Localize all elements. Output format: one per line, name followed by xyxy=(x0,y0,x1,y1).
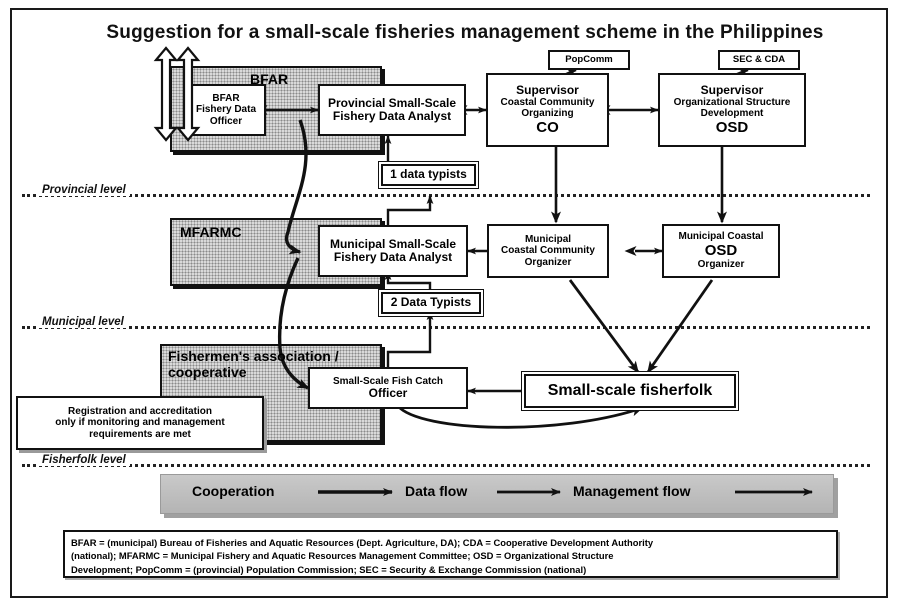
box-1-data-typists[interactable]: 1 data typists xyxy=(381,164,476,186)
box-provincial-small-scale-fishery-data-analyst[interactable]: Provincial Small-Scale Fishery Data Anal… xyxy=(318,84,466,136)
registration-line1: Registration and accreditation xyxy=(68,406,212,418)
supervisor-osd-line1: Supervisor xyxy=(700,82,764,97)
box-popcomm-label: PopComm xyxy=(565,53,613,65)
fisherfolk-label: Small-scale fisherfolk xyxy=(547,382,713,400)
supervisor-co-line2: Coastal Community xyxy=(500,97,595,109)
level-label-provincial: Provincial level xyxy=(38,184,130,196)
provincial-analyst-line1: Provincial Small-Scale xyxy=(327,95,457,110)
municipal-osd-line1: Municipal Coastal xyxy=(678,231,764,243)
separator-fisherfolk xyxy=(22,464,870,467)
supervisor-co-acronym: CO xyxy=(536,118,559,136)
box-popcomm[interactable]: PopComm xyxy=(548,50,630,70)
box-municipal-coastal-community-organizer[interactable]: Municipal Coastal Community Organizer xyxy=(487,224,609,278)
municipal-co-line3: Organizer xyxy=(524,256,572,268)
municipal-analyst-line1: Municipal Small-Scale xyxy=(329,236,457,251)
level-label-municipal: Municipal level xyxy=(38,316,128,328)
registration-line3: requirements are met xyxy=(89,428,191,440)
box-small-scale-fisherfolk[interactable]: Small-scale fisherfolk xyxy=(524,374,736,408)
panel-bfar xyxy=(170,66,382,152)
box-supervisor-co[interactable]: Supervisor Coastal Community Organizing … xyxy=(486,73,609,147)
bfar-officer-line3: Officer xyxy=(209,115,243,127)
box-small-scale-fish-catch-officer[interactable]: Small-Scale Fish Catch Officer xyxy=(308,367,468,409)
box-2-data-typists[interactable]: 2 Data Typists xyxy=(381,292,481,314)
level-label-fisherfolk: Fisherfolk level xyxy=(38,454,130,466)
legend-management-flow-label: Management flow xyxy=(573,483,691,499)
box-supervisor-osd[interactable]: Supervisor Organizational Structure Deve… xyxy=(658,73,806,147)
fish-catch-officer-line2: Officer xyxy=(368,385,408,400)
registration-line2: only if monitoring and management xyxy=(55,417,225,429)
municipal-co-line2: Coastal Community xyxy=(501,245,595,257)
supervisor-co-line1: Supervisor xyxy=(516,82,579,97)
legend-bar xyxy=(160,474,834,514)
box-sec-cda-label: SEC & CDA xyxy=(732,53,786,65)
municipal-analyst-line2: Fishery Data Analyst xyxy=(333,250,453,264)
separator-provincial xyxy=(22,194,870,197)
panel-bfar-label: BFAR xyxy=(250,71,289,87)
panel-mfarmc-label: MFARMC xyxy=(180,224,242,240)
panel-fishermen-label-line2: cooperative xyxy=(168,364,247,380)
footnote-line-1: BFAR = (municipal) Bureau of Fisheries a… xyxy=(71,537,654,548)
box-municipal-small-scale-fishery-data-analyst[interactable]: Municipal Small-Scale Fishery Data Analy… xyxy=(318,225,468,277)
supervisor-osd-line2: Organizational Structure xyxy=(673,97,791,109)
panel-fishermen-label-line1: Fishermen's association / xyxy=(168,348,339,364)
typists-1-label: 1 data typists xyxy=(390,167,467,182)
municipal-osd-line3: Organizer xyxy=(697,259,745,271)
box-bfar-fishery-data-officer[interactable]: BFAR Fishery Data Officer xyxy=(186,84,266,136)
supervisor-osd-line3: Development xyxy=(700,108,764,120)
footnote-legend: BFAR = (municipal) Bureau of Fisheries a… xyxy=(63,530,838,578)
supervisor-co-line3: Organizing xyxy=(521,108,574,120)
provincial-analyst-line2: Fishery Data Analyst xyxy=(332,109,452,123)
box-municipal-coastal-osd-organizer[interactable]: Municipal Coastal OSD Organizer xyxy=(662,224,780,278)
municipal-osd-acronym: OSD xyxy=(704,241,738,259)
legend-data-flow-label: Data flow xyxy=(405,483,468,499)
footnote-line-3: Development; PopComm = (provincial) Popu… xyxy=(71,563,587,575)
diagram-frame xyxy=(10,8,888,598)
box-sec-cda[interactable]: SEC & CDA xyxy=(718,50,800,70)
legend-cooperation-label: Cooperation xyxy=(192,483,275,499)
municipal-co-line1: Municipal xyxy=(524,234,572,246)
box-registration-note: Registration and accreditation only if m… xyxy=(16,396,264,450)
separator-municipal xyxy=(22,326,870,329)
bfar-officer-line2: Fishery Data xyxy=(195,104,257,116)
fish-catch-officer-line1: Small-Scale Fish Catch xyxy=(332,375,444,387)
supervisor-osd-acronym: OSD xyxy=(715,118,749,136)
typists-2-label: 2 Data Typists xyxy=(390,295,472,310)
page-title: Suggestion for a small-scale fisheries m… xyxy=(106,22,824,43)
footnote-line-2: (national); MFARMC = Municipal Fishery a… xyxy=(71,550,614,562)
bfar-officer-line1: BFAR xyxy=(212,93,240,105)
